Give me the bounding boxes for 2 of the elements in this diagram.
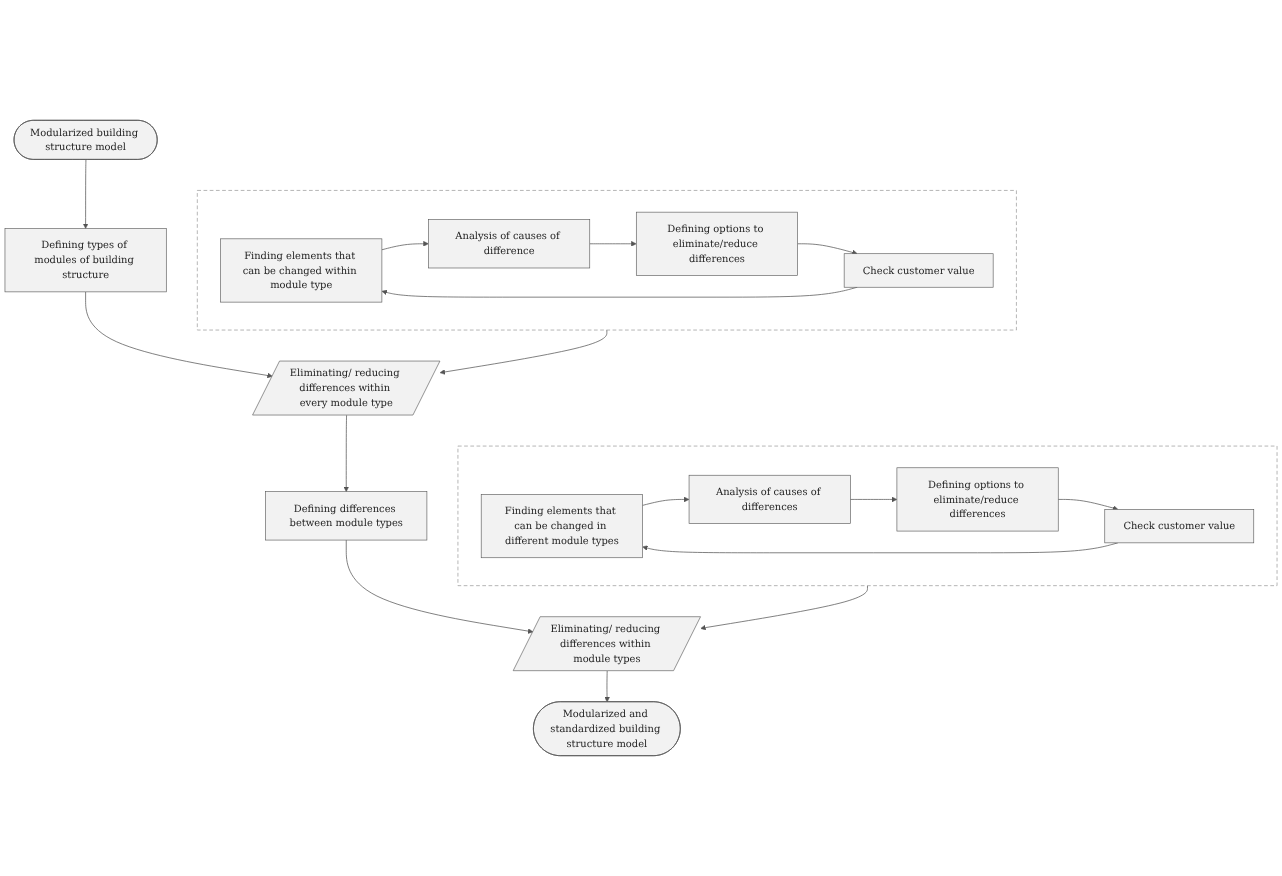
- cluster: [457, 445, 1278, 586]
- cluster: [197, 190, 1017, 331]
